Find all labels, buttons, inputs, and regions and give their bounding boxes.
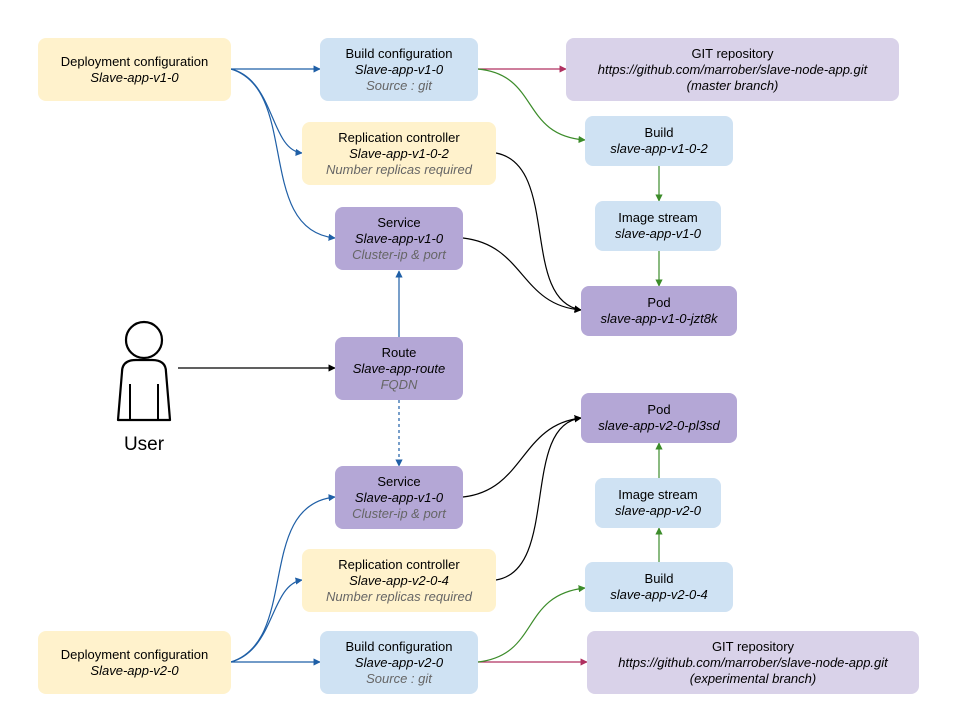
edge-service-v2-to-pod-v2 bbox=[462, 415, 582, 498]
node-type: Build bbox=[644, 125, 674, 140]
git-repository-v1[interactable]: GIT repository https://github.com/marrob… bbox=[566, 38, 899, 101]
route[interactable]: Route Slave-app-route FQDN bbox=[335, 337, 463, 400]
node-type: Build configuration bbox=[345, 638, 453, 654]
node-name: slave-app-v2-0-pl3sd bbox=[598, 418, 720, 433]
node-type: Replication controller bbox=[338, 129, 460, 145]
node-name: slave-app-v2-0 bbox=[615, 503, 701, 518]
node-name: Slave-app-v1-0 bbox=[354, 230, 444, 246]
node-type: Route bbox=[381, 344, 417, 360]
node-name: Slave-app-route bbox=[352, 360, 446, 376]
edge-build-cfg-v2-to-build-v2 bbox=[477, 585, 586, 663]
node-name: Slave-app-v1-0 bbox=[354, 61, 444, 77]
deployment-config-v2[interactable]: Deployment configuration Slave-app-v2-0 bbox=[38, 631, 231, 694]
node-note: Cluster-ip & port bbox=[352, 246, 446, 262]
node-type: Image stream bbox=[618, 210, 698, 225]
node-type: Build configuration bbox=[345, 45, 453, 61]
edge-rc-v1-to-pod-v1 bbox=[495, 152, 582, 313]
pod-v1[interactable]: Pod slave-app-v1-0-jzt8k bbox=[581, 286, 737, 336]
node-name: Slave-app-v1-0 bbox=[90, 69, 179, 85]
user-label: User bbox=[123, 434, 165, 455]
node-name: slave-app-v1-0-jzt8k bbox=[600, 311, 718, 326]
edge-rc-v2-to-pod-v2 bbox=[495, 415, 582, 581]
node-name: Slave-app-v1-0 bbox=[354, 489, 444, 505]
node-type: Replication controller bbox=[338, 556, 460, 572]
node-type: Pod bbox=[647, 402, 671, 417]
build-v1[interactable]: Build slave-app-v1-0-2 bbox=[585, 116, 733, 166]
node-name: Slave-app-v2-0 bbox=[354, 654, 444, 670]
node-name: https://github.com/marrober/slave-node-a… bbox=[618, 654, 888, 670]
node-type: Service bbox=[377, 473, 421, 489]
git-repository-v2[interactable]: GIT repository https://github.com/marrob… bbox=[587, 631, 919, 694]
node-note: Source : git bbox=[366, 670, 432, 686]
image-stream-v2[interactable]: Image stream slave-app-v2-0 bbox=[595, 478, 721, 528]
replication-controller-v1[interactable]: Replication controller Slave-app-v1-0-2 … bbox=[302, 122, 496, 185]
node-note: Number replicas required bbox=[326, 588, 472, 604]
node-type: Image stream bbox=[618, 487, 698, 502]
node-type: Build bbox=[644, 571, 674, 586]
node-name: slave-app-v2-0-4 bbox=[610, 587, 708, 602]
node-note: (master branch) bbox=[686, 77, 779, 93]
edge-deploy-v2-to-service-v2 bbox=[230, 494, 336, 663]
replication-controller-v2[interactable]: Replication controller Slave-app-v2-0-4 … bbox=[302, 549, 496, 612]
edge-deploy-v1-to-rc-v1 bbox=[230, 68, 303, 156]
node-note: Cluster-ip & port bbox=[352, 505, 446, 521]
build-config-v2[interactable]: Build configuration Slave-app-v2-0 Sourc… bbox=[320, 631, 478, 694]
build-v2[interactable]: Build slave-app-v2-0-4 bbox=[585, 562, 733, 612]
edge-build-cfg-v1-to-build-v1 bbox=[477, 68, 586, 144]
edge-deploy-v1-to-service-v1 bbox=[230, 68, 336, 241]
deployment-config-v1[interactable]: Deployment configuration Slave-app-v1-0 bbox=[38, 38, 231, 101]
node-note: Source : git bbox=[366, 77, 432, 93]
node-name: Slave-app-v1-0-2 bbox=[349, 145, 449, 161]
node-type: Deployment configuration bbox=[60, 53, 209, 69]
node-type: Deployment configuration bbox=[60, 646, 209, 662]
node-type: Pod bbox=[647, 295, 671, 310]
node-type: Service bbox=[377, 214, 421, 230]
build-config-v1[interactable]: Build configuration Slave-app-v1-0 Sourc… bbox=[320, 38, 478, 101]
edge-deploy-v2-to-rc-v2 bbox=[230, 577, 303, 663]
node-name: Slave-app-v2-0-4 bbox=[349, 572, 449, 588]
node-note: Number replicas required bbox=[326, 161, 472, 177]
node-name: https://github.com/marrober/slave-node-a… bbox=[597, 61, 868, 77]
edge-service-v1-to-pod-v1 bbox=[462, 237, 582, 314]
node-note: FQDN bbox=[380, 376, 418, 392]
node-type: GIT repository bbox=[711, 638, 795, 654]
service-v2[interactable]: Service Slave-app-v1-0 Cluster-ip & port bbox=[335, 466, 463, 529]
node-name: Slave-app-v2-0 bbox=[90, 662, 179, 678]
service-v1[interactable]: Service Slave-app-v1-0 Cluster-ip & port bbox=[335, 207, 463, 270]
node-type: GIT repository bbox=[691, 45, 774, 61]
person-icon bbox=[116, 320, 172, 422]
node-name: slave-app-v1-0-2 bbox=[610, 141, 708, 156]
node-note: (experimental branch) bbox=[689, 670, 817, 686]
node-name: slave-app-v1-0 bbox=[615, 226, 701, 241]
pod-v2[interactable]: Pod slave-app-v2-0-pl3sd bbox=[581, 393, 737, 443]
image-stream-v1[interactable]: Image stream slave-app-v1-0 bbox=[595, 201, 721, 251]
